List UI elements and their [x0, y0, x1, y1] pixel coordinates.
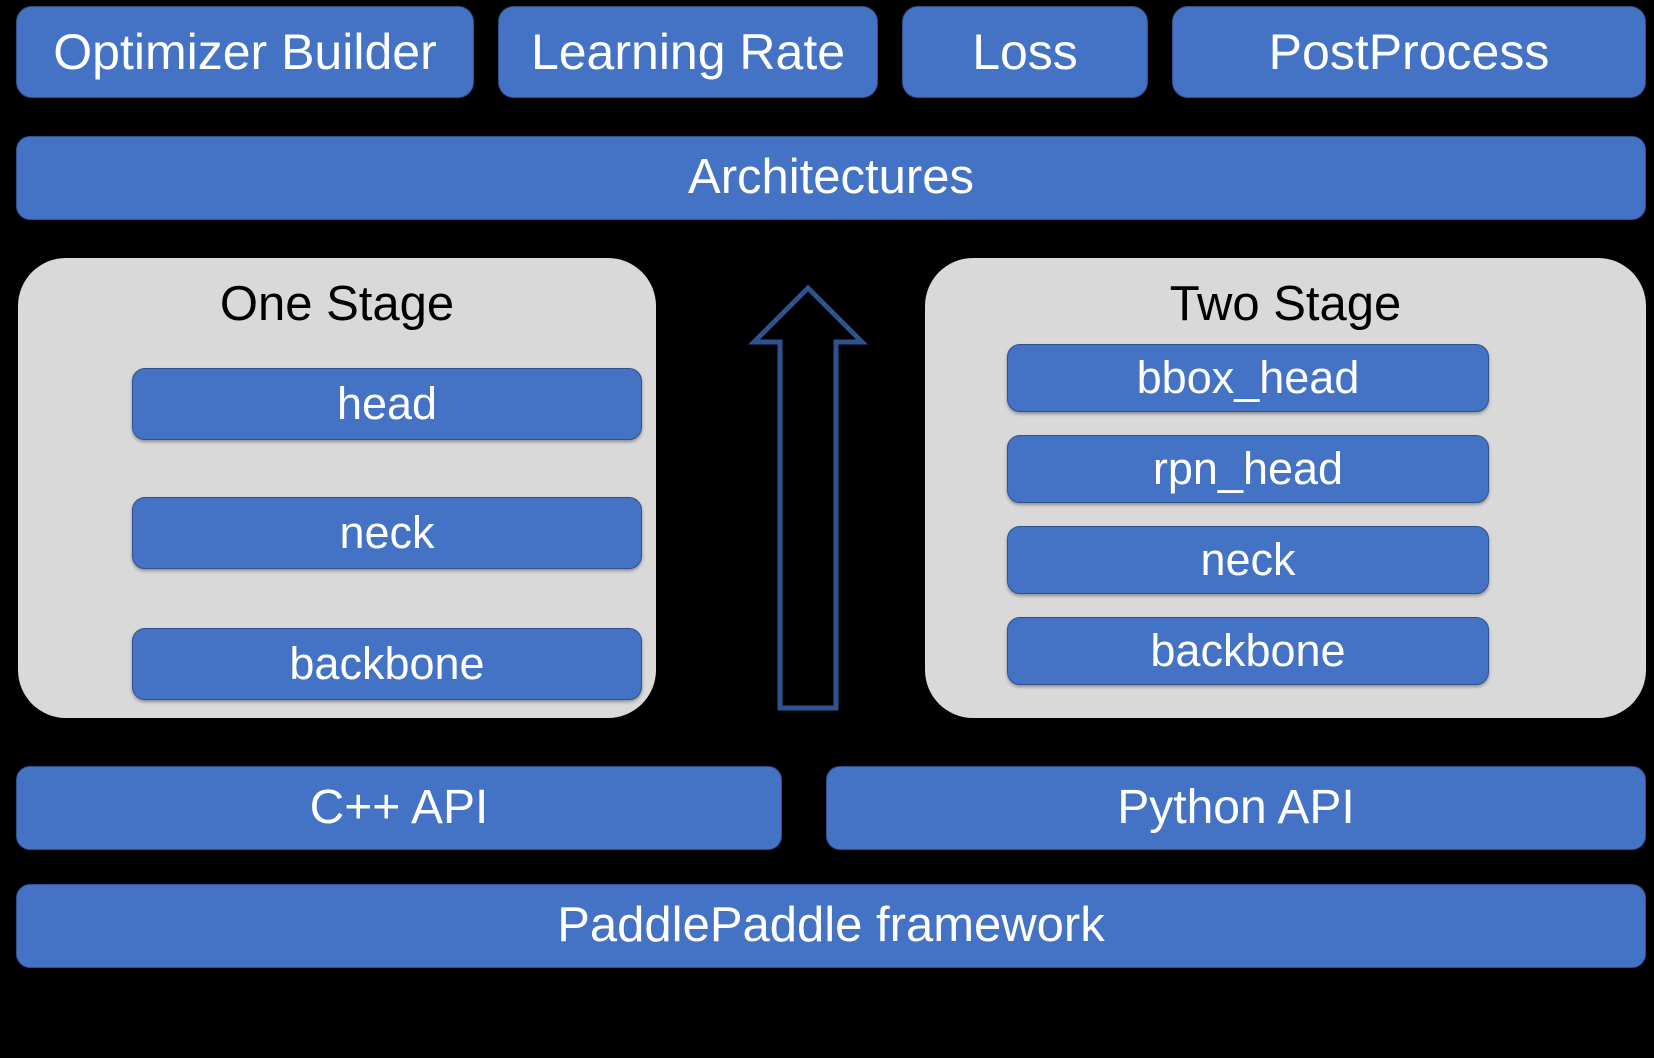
module-two-stage-rpn-head-label: rpn_head: [1152, 443, 1344, 495]
module-two-stage-backbone-label: backbone: [1150, 625, 1346, 677]
module-two-stage-bbox-head[interactable]: bbox_head: [1007, 344, 1489, 412]
module-two-stage-rpn-head[interactable]: rpn_head: [1007, 435, 1489, 503]
api-box-python-label: Python API: [1117, 780, 1355, 834]
panel-two-stage: Two Stage bbox_head rpn_head neck backbo…: [925, 258, 1646, 718]
panel-one-stage-title: One Stage: [219, 277, 455, 331]
top-box-learning-rate[interactable]: Learning Rate: [498, 6, 878, 98]
module-one-stage-head[interactable]: head: [132, 368, 642, 440]
api-box-cpp[interactable]: C++ API: [16, 766, 782, 850]
module-two-stage-bbox-head-label: bbox_head: [1136, 352, 1360, 404]
module-one-stage-backbone-label: backbone: [289, 638, 485, 690]
top-box-postprocess-label: PostProcess: [1268, 23, 1550, 80]
panel-one-stage: One Stage head neck backbone: [18, 258, 656, 718]
top-box-loss[interactable]: Loss: [902, 6, 1148, 98]
module-one-stage-neck[interactable]: neck: [132, 497, 642, 569]
panel-two-stage-title: Two Stage: [1169, 277, 1402, 331]
architectures-label: Architectures: [688, 150, 974, 205]
up-arrow-outline: [748, 284, 868, 711]
top-box-optimizer-builder[interactable]: Optimizer Builder: [16, 6, 474, 98]
top-box-learning-rate-label: Learning Rate: [530, 23, 846, 80]
module-one-stage-neck-label: neck: [339, 507, 435, 559]
api-box-cpp-label: C++ API: [309, 780, 489, 834]
module-two-stage-neck-label: neck: [1200, 534, 1296, 586]
module-one-stage-backbone[interactable]: backbone: [132, 628, 642, 700]
top-box-loss-label: Loss: [972, 23, 1078, 80]
module-two-stage-neck[interactable]: neck: [1007, 526, 1489, 594]
module-two-stage-backbone[interactable]: backbone: [1007, 617, 1489, 685]
top-box-postprocess[interactable]: PostProcess: [1172, 6, 1646, 98]
framework-bar[interactable]: PaddlePaddle framework: [16, 884, 1646, 968]
top-box-optimizer-builder-label: Optimizer Builder: [53, 23, 437, 80]
module-one-stage-head-label: head: [336, 378, 438, 430]
api-box-python[interactable]: Python API: [826, 766, 1646, 850]
up-arrow-icon: [748, 284, 868, 711]
framework-label: PaddlePaddle framework: [557, 898, 1105, 953]
architectures-bar[interactable]: Architectures: [16, 136, 1646, 220]
